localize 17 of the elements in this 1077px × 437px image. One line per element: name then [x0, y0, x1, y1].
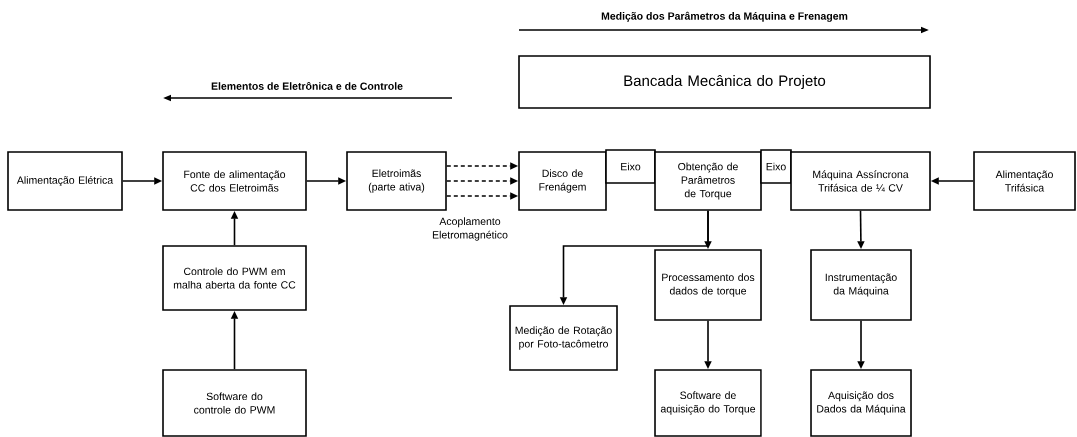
- process-box: Eletroimãs (parte ativa): [346, 151, 447, 211]
- process-box: Software do controle do PWM: [162, 369, 307, 437]
- process-box: Medição de Rotação por Foto-tacômetro: [509, 305, 618, 371]
- process-box: Alimentação Elétrica: [7, 151, 123, 211]
- shaft-box: Eixo: [760, 149, 792, 184]
- section-heading: Elementos de Eletrônica e de Controle: [211, 81, 403, 90]
- section-heading: Medição dos Parâmetros da Máquina e Frenagem: [601, 11, 848, 22]
- shaft-box: Eixo: [605, 149, 656, 184]
- section-box: Bancada Mecânica do Projeto: [518, 55, 931, 109]
- note-text: Acoplamento Eletromagnético: [432, 217, 508, 241]
- process-box: Alimentação Trifásica: [973, 151, 1076, 211]
- process-box: Aquisição dos Dados da Máquina: [810, 369, 912, 437]
- process-box: Processamento dos dados de torque: [654, 249, 762, 321]
- process-box: Instrumentação da Máquina: [810, 249, 912, 321]
- process-box: Controle do PWM em malha aberta da fonte CC: [162, 245, 307, 311]
- process-box: Fonte de alimentação CC dos Eletroimãs: [162, 151, 307, 211]
- process-box: Software de aquisição do Torque: [654, 369, 762, 437]
